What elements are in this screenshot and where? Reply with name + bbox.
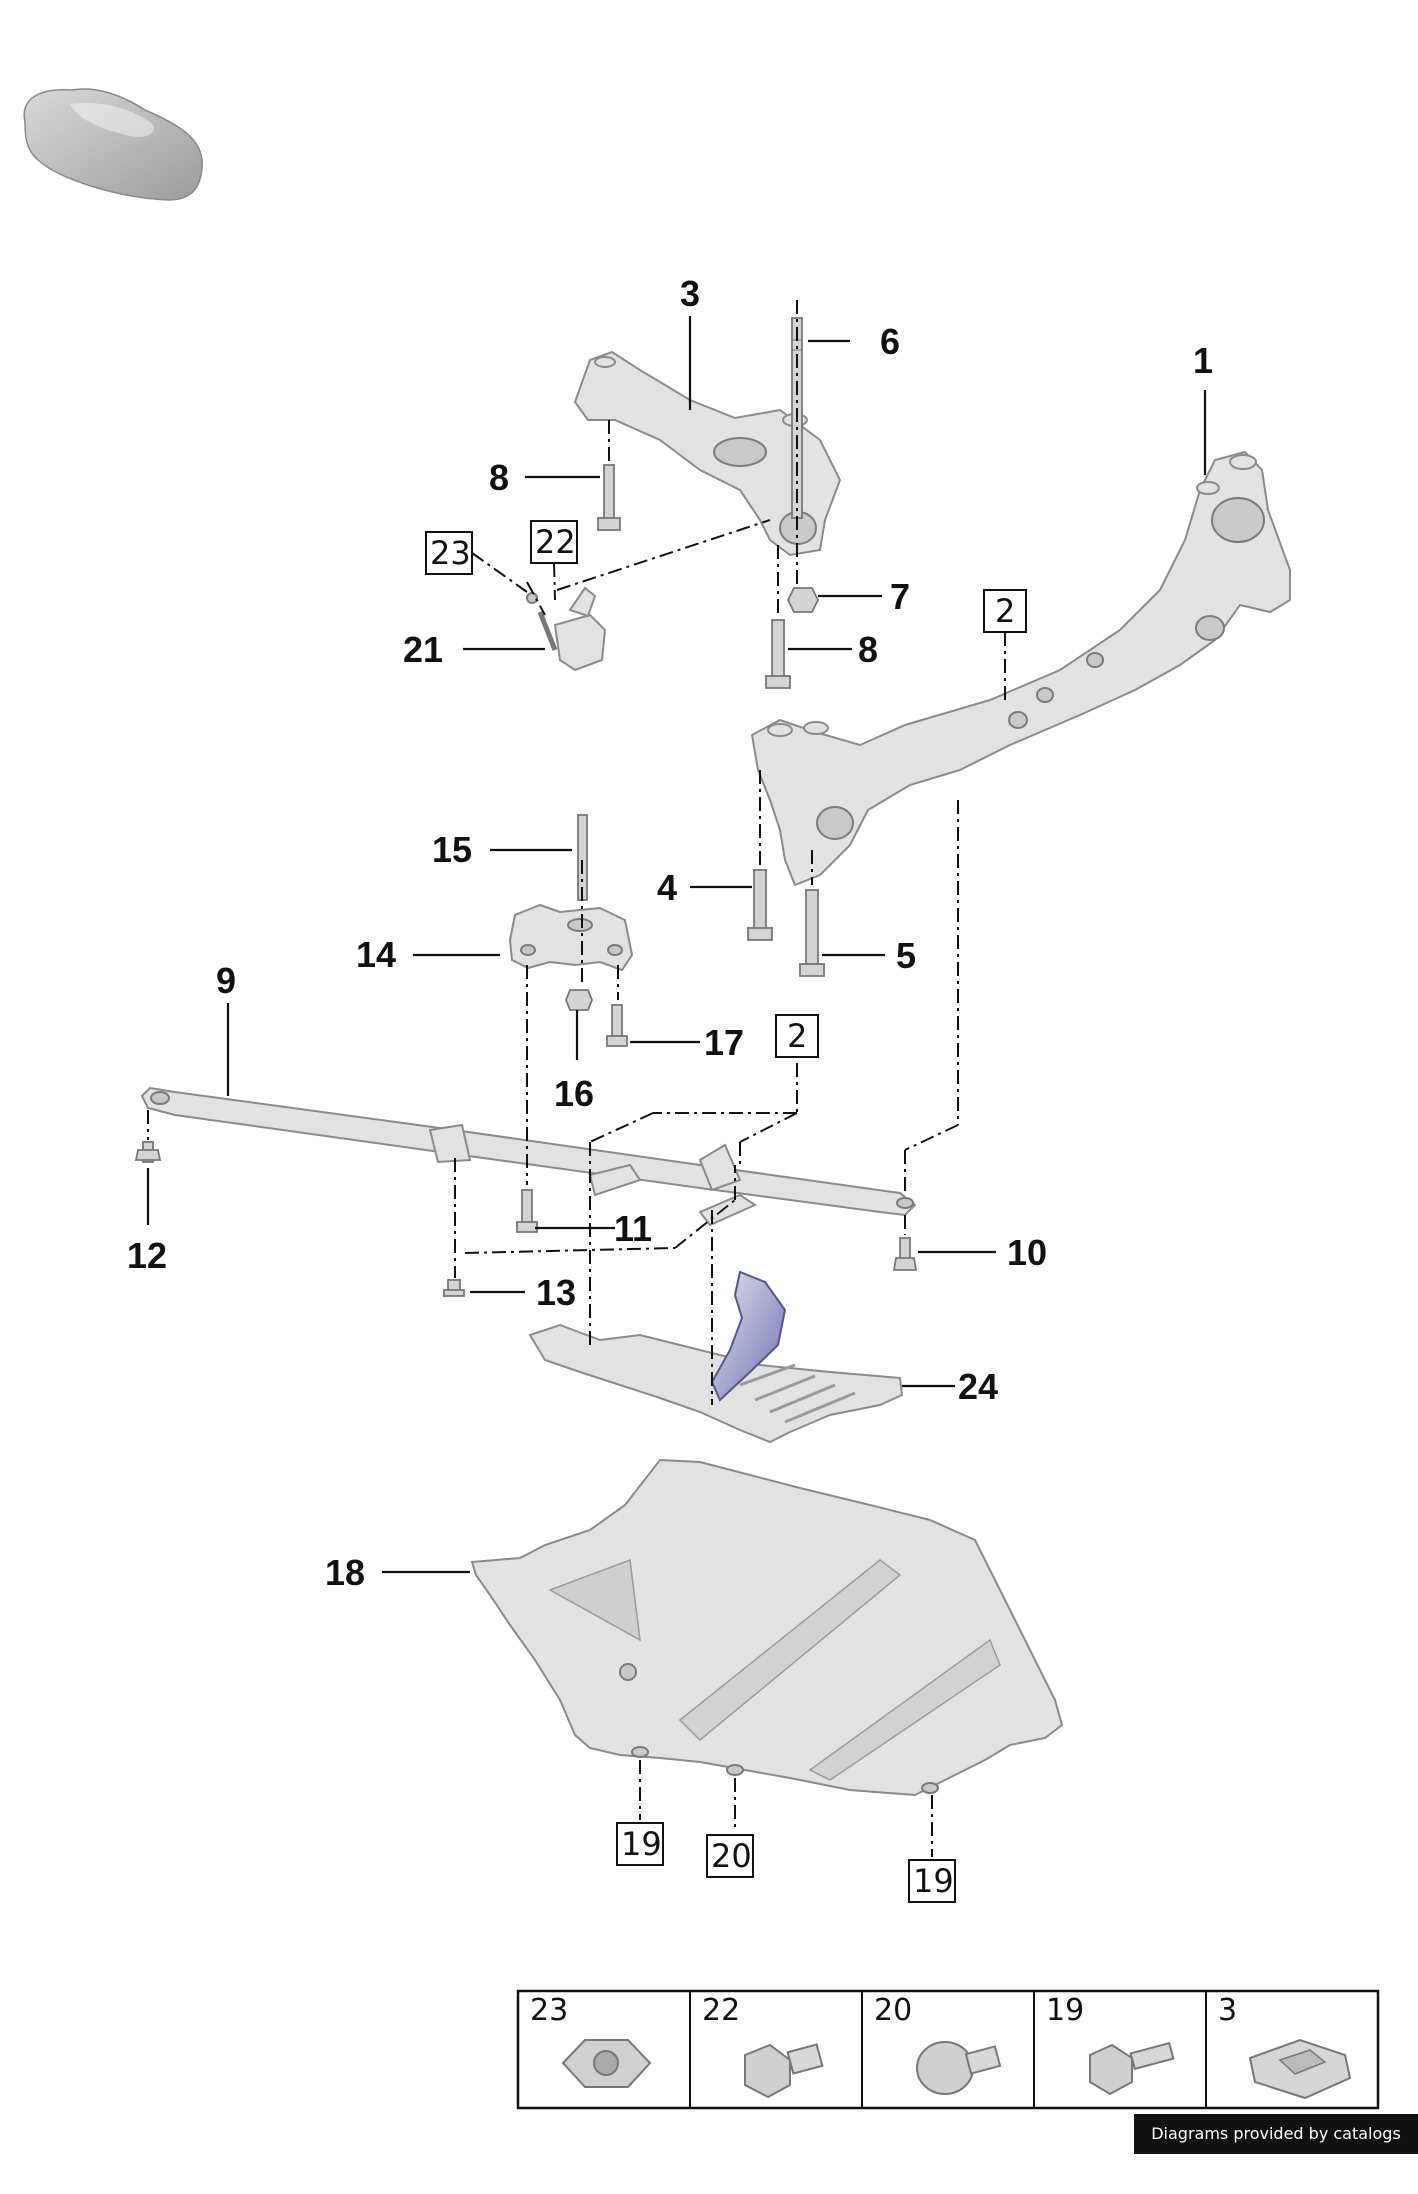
callout-6: 6 xyxy=(880,321,900,362)
callout-3: 3 xyxy=(680,273,700,314)
part-24-heat-shield xyxy=(528,1270,904,1444)
callout-13: 13 xyxy=(536,1272,576,1313)
assembly-lines xyxy=(147,300,1006,1857)
svg-text:22: 22 xyxy=(535,523,576,561)
callout-5: 5 xyxy=(896,935,916,976)
svg-text:3: 3 xyxy=(1218,1993,1237,2028)
part-11-bolt xyxy=(516,1189,538,1233)
part-17-bolt xyxy=(606,1004,628,1047)
callout-8-lower: 8 xyxy=(858,629,878,670)
callout-12: 12 xyxy=(127,1235,167,1276)
callout-8-upper: 8 xyxy=(489,457,509,498)
callout-11: 11 xyxy=(614,1208,652,1249)
callout-9: 9 xyxy=(216,960,236,1001)
legend-cell-19: 19 xyxy=(1046,1993,1175,2096)
hardware-legend: 23 22 20 19 xyxy=(516,1989,1380,2110)
callout-4: 4 xyxy=(657,867,677,908)
part-1-rear-subframe xyxy=(750,450,1291,887)
part-9-tie-bar xyxy=(140,1086,917,1227)
svg-text:23: 23 xyxy=(530,1993,568,2028)
part-12-bolt xyxy=(134,1141,162,1163)
boxed-references: 23 22 2 2 19 20 19 xyxy=(425,520,1027,1903)
callout-21: 21 xyxy=(403,629,443,670)
callout-7: 7 xyxy=(890,576,910,617)
svg-text:19: 19 xyxy=(621,1825,662,1863)
callout-1: 1 xyxy=(1193,340,1213,381)
boxed-ref-22: 22 xyxy=(530,520,578,564)
flange-bolt-icon xyxy=(916,2041,1002,2095)
part-4-bolt xyxy=(747,869,773,941)
svg-text:20: 20 xyxy=(874,1993,912,2028)
boxed-ref-20: 20 xyxy=(706,1834,754,1878)
svg-text:19: 19 xyxy=(1046,1993,1084,2028)
hex-bolt-icon xyxy=(744,2043,824,2099)
svg-text:2: 2 xyxy=(787,1017,807,1055)
callout-14: 14 xyxy=(356,934,396,975)
vehicle-thumbnail-icon xyxy=(23,88,203,201)
part-10-bolt xyxy=(892,1237,918,1271)
svg-text:2: 2 xyxy=(995,592,1015,630)
svg-text:22: 22 xyxy=(702,1993,740,2028)
svg-text:23: 23 xyxy=(430,534,471,572)
boxed-ref-2-lower: 2 xyxy=(775,1014,819,1058)
part-14-support-mount xyxy=(508,903,634,972)
part-16-nut xyxy=(565,989,593,1011)
part-5-bolt xyxy=(799,889,825,977)
callout-24: 24 xyxy=(958,1366,998,1407)
callout-10: 10 xyxy=(1007,1232,1047,1273)
svg-text:20: 20 xyxy=(711,1837,752,1875)
legend-cell-3: 3 xyxy=(1218,1993,1352,2100)
leader-lines xyxy=(146,316,1207,1574)
part-18-underbody-panel xyxy=(470,1458,1064,1797)
boxed-ref-2-upper: 2 xyxy=(983,589,1027,633)
part-21-level-sensor-bracket xyxy=(526,586,607,672)
callout-labels: 1 3 6 8 7 8 21 15 4 14 5 9 17 16 11 12 1… xyxy=(127,273,1213,1593)
part-13-bolt xyxy=(443,1279,465,1297)
boxed-ref-19-left: 19 xyxy=(616,1822,664,1866)
boxed-ref-23: 23 xyxy=(425,531,473,575)
part-7-nut xyxy=(786,587,820,613)
callout-16: 16 xyxy=(554,1073,594,1114)
nut-icon xyxy=(561,2039,652,2088)
callout-15: 15 xyxy=(432,829,472,870)
callout-18: 18 xyxy=(325,1552,365,1593)
diagram-credit: Diagrams provided by catalogs parts xyxy=(1134,2114,1418,2183)
callout-17: 17 xyxy=(704,1022,744,1063)
legend-cell-23: 23 xyxy=(530,1993,652,2088)
shoulder-bolt-icon xyxy=(1089,2041,1175,2096)
svg-text:19: 19 xyxy=(913,1862,954,1900)
part-8-upper-bolt xyxy=(597,464,621,531)
legend-cell-22: 22 xyxy=(702,1993,824,2099)
part-8-lower-bolt xyxy=(765,619,791,689)
legend-cell-20: 20 xyxy=(874,1993,1002,2095)
boxed-ref-19-right: 19 xyxy=(908,1859,956,1903)
clip-nut-icon xyxy=(1248,2038,1352,2100)
